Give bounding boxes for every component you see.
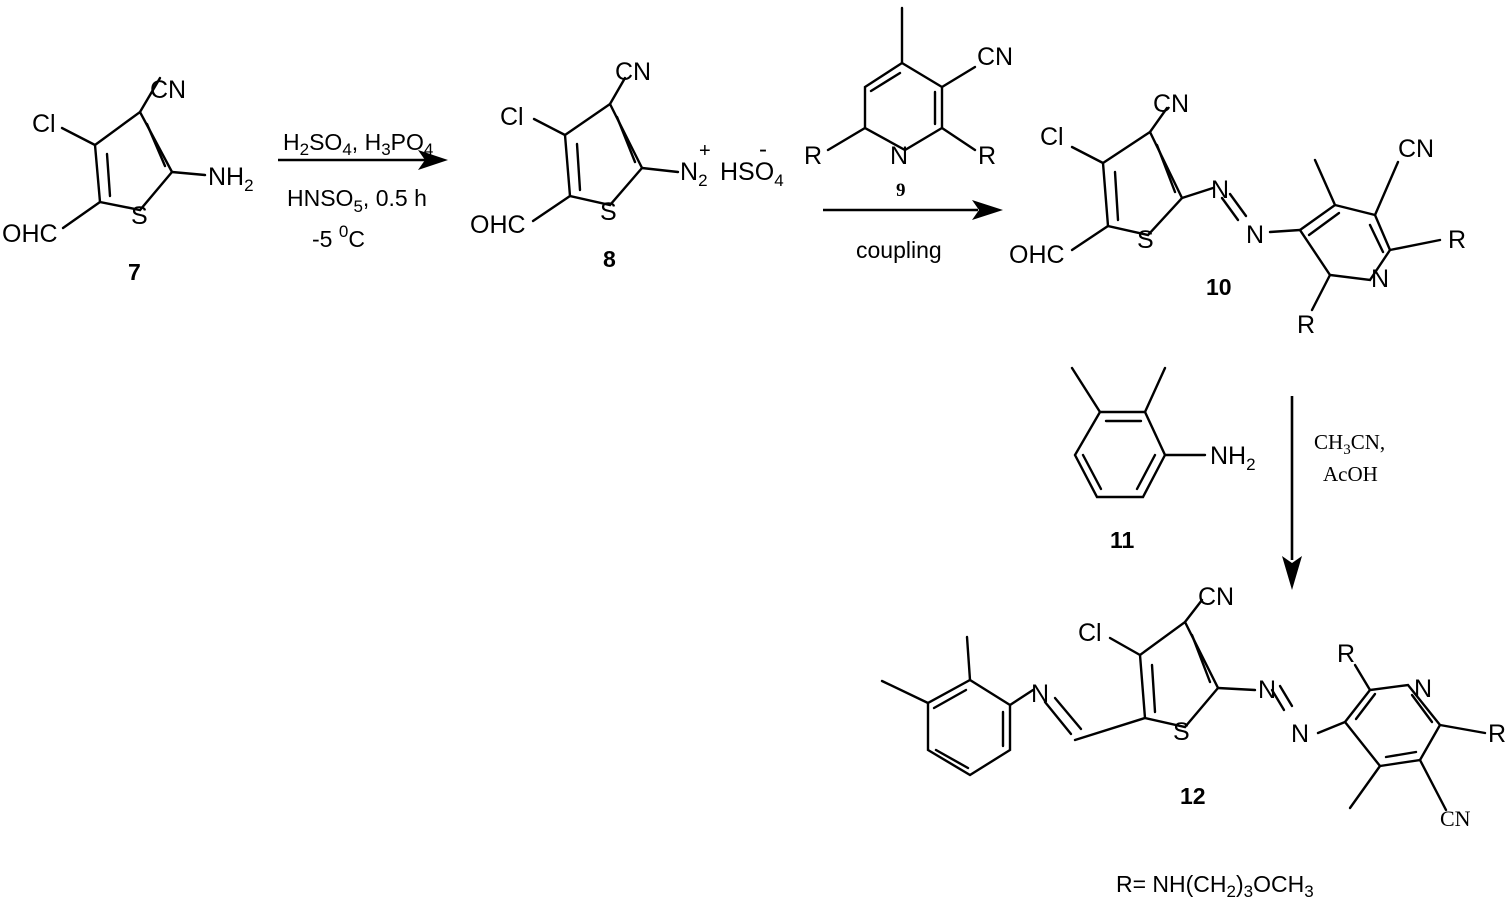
compound-number: 7 [128,259,141,285]
step-3-acid: AcOH [1323,462,1378,486]
step-2-label: coupling [856,237,942,263]
azo-nitrogen-label: N [1291,720,1309,748]
r-group-label: R [1337,640,1355,668]
step-1-temperature: -5 0C [312,222,365,252]
bisulfate-label: HSO4 [720,158,784,190]
bisulfate-charge: - [759,136,767,163]
azo-nitrogen-label: N [1246,221,1264,249]
compound-number: 10 [1206,274,1232,300]
step-1-arrow: H2SO4, H3PO4 HNSO5, 0.5 h -5 0C [278,129,448,252]
sulfur-label: S [600,198,617,226]
sulfur-label: S [1137,226,1154,254]
r-group-definition: R= NH(CH2)3OCH3 [1116,871,1314,901]
pyridine-nitrogen-label: N [1371,265,1389,293]
r-group-label: R [1488,720,1506,748]
step-1-reagents: H2SO4, H3PO4 [283,129,433,159]
diazonium-label: N2 [680,158,708,190]
step-3-arrow: CH3CN, AcOH [1282,396,1385,590]
chlorine-label: Cl [1040,123,1064,151]
nitrile-label: CN [150,76,186,104]
formyl-label: OHC [2,220,58,248]
step-2-arrow: coupling [823,200,1003,263]
diazonium-charge: + [699,140,711,162]
compound-number: 11 [1110,527,1135,553]
compound-number: 8 [603,246,616,272]
step-1-oxidant: HNSO5, 0.5 h [287,185,427,216]
nitrile-label: CN [977,43,1013,71]
r-group-label: R [804,142,822,170]
amino-label: NH2 [208,163,254,195]
compound-12: Cl CN N S N N R N R CN 12 [880,583,1506,831]
compound-10: Cl CN N N S OHC CN N R R 10 [1009,90,1466,339]
compound-7: Cl CN NH2 S OHC 7 [2,76,254,285]
compound-number: 12 [1180,783,1206,809]
compound-8: Cl CN N2 + HSO4 - S OHC 8 [470,58,784,272]
formyl-label: OHC [1009,241,1065,269]
sulfur-label: S [1173,718,1190,746]
nitrile-label: CN [1398,135,1434,163]
chlorine-label: Cl [32,110,56,138]
pyridine-nitrogen-label: N [890,142,908,170]
r-group-label: R [978,142,996,170]
step-3-solvent: CH3CN, [1314,430,1385,458]
nitrile-label: CN [1440,806,1471,831]
formyl-label: OHC [470,211,526,239]
pyridine-nitrogen-label: N [1414,675,1432,703]
chlorine-label: Cl [500,103,524,131]
azo-nitrogen-label: N [1258,676,1276,704]
nitrile-label: CN [1153,90,1189,118]
imine-nitrogen-label: N [1031,680,1049,708]
nitrile-label: CN [1198,583,1234,611]
chlorine-label: Cl [1078,619,1102,647]
azo-nitrogen-label: N [1211,176,1229,204]
amino-label: NH2 [1210,442,1256,474]
compound-11: NH2 11 [1070,366,1256,553]
compound-9: CN N R R 9 [804,6,1013,201]
nitrile-label: CN [615,58,651,86]
compound-number: 9 [896,180,906,201]
r-group-label: R [1448,226,1466,254]
r-group-label: R [1297,311,1315,339]
sulfur-label: S [131,202,148,230]
